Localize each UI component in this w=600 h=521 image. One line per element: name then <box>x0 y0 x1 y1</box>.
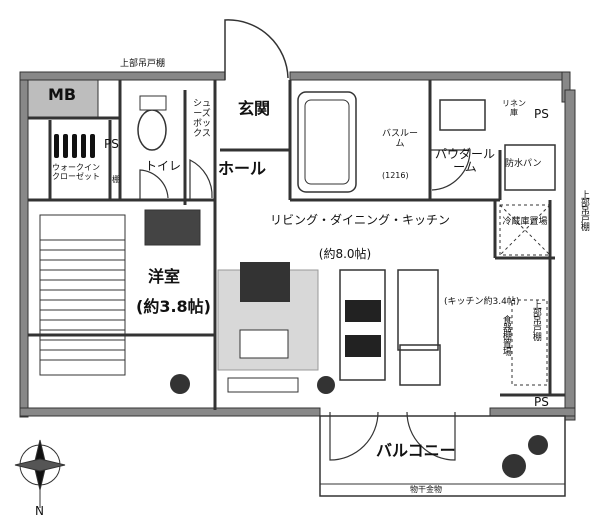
powder-sink <box>439 99 486 131</box>
plant <box>317 376 335 394</box>
ps-left-label: PS <box>104 137 119 151</box>
compass-north-label: N <box>35 504 44 518</box>
coffee-table <box>239 329 289 359</box>
mb-box <box>27 79 99 119</box>
plant <box>502 454 526 478</box>
kitchen-size-label: (キッチン約3.4帖) <box>444 297 520 307</box>
walkin-label: ウォークインクローゼット <box>52 163 100 181</box>
upper-shelf-kitchen-label: 上部吊戸棚 <box>530 300 541 340</box>
linen-label: リネン庫 <box>502 99 526 117</box>
interior-walls <box>28 80 565 410</box>
ldk-size-label: (約8.0帖) <box>318 247 372 261</box>
ps-top-right-label: PS <box>534 107 549 121</box>
balcony-label: バルコニー <box>376 441 456 460</box>
western-label: 洋室 <box>148 267 181 286</box>
fridge-space <box>499 204 551 256</box>
armchair <box>240 262 290 302</box>
balcony <box>319 415 566 497</box>
cooktop <box>399 344 441 386</box>
bathtub <box>297 91 357 193</box>
tv-stand <box>227 377 299 393</box>
entrance-door <box>224 19 289 80</box>
laundry-label: 物干金物 <box>410 485 442 494</box>
stool-1 <box>345 300 381 322</box>
shelf-label: 棚 <box>112 175 120 184</box>
upper-shelf-top-label: 上部吊戸棚 <box>120 59 166 69</box>
upper-shelf-right-label: 上部吊戸棚 <box>578 190 589 230</box>
tableware-label: 食器棚置場 <box>500 315 511 355</box>
waterproof-pan-box <box>504 144 556 191</box>
closet-hangers <box>54 134 95 158</box>
bath-size-label: (1216) <box>382 171 409 180</box>
plant <box>528 435 548 455</box>
toilet-label: トイレ <box>145 159 182 173</box>
ps-bottom-right-label: PS <box>534 395 549 409</box>
hall-label: ホール <box>218 159 267 178</box>
outer-walls <box>19 71 576 421</box>
bed <box>39 214 126 376</box>
plant <box>170 374 190 394</box>
ldk-label: リビング・ダイニング・キッチン <box>270 213 451 227</box>
western-size-label: (約3.8帖) <box>136 297 211 316</box>
toilet-bowl <box>137 109 167 151</box>
dining-table <box>339 269 386 381</box>
fridge-label: 冷蔵庫置場 <box>502 217 548 227</box>
mb-label: MB <box>48 85 77 104</box>
desk <box>144 209 201 246</box>
door-arcs <box>139 149 471 461</box>
shoes-box-label: シューズボックス <box>192 99 211 139</box>
entrance-label: 玄関 <box>238 99 271 118</box>
powder-label: パウダールーム <box>435 147 496 175</box>
bath-label: バスルーム <box>381 129 418 149</box>
compass <box>14 439 66 508</box>
stool-2 <box>345 335 381 357</box>
kitchen-sink-counter <box>397 269 439 351</box>
waterproof-pan-label: 防水パン <box>505 159 542 169</box>
